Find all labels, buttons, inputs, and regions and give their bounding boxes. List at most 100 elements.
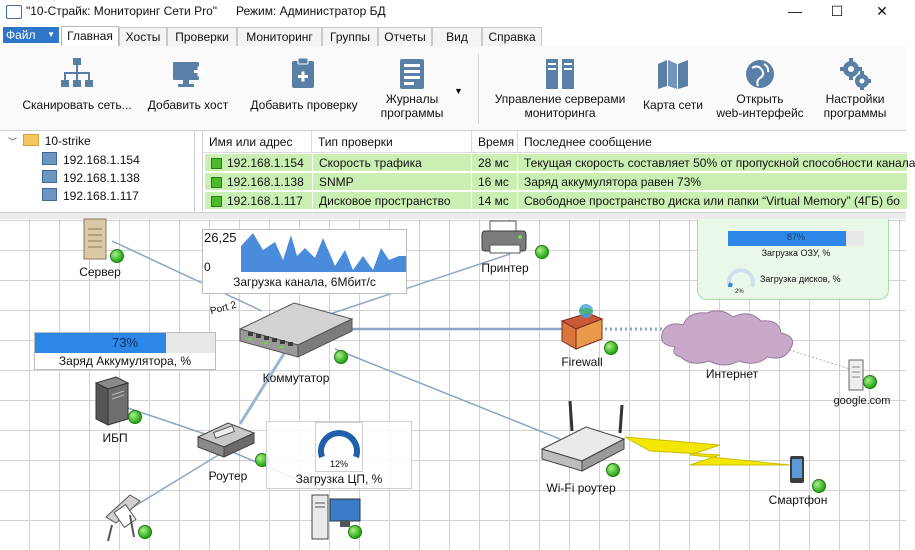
tree-item[interactable]: 192.168.1.138 xyxy=(42,169,140,187)
column-header[interactable]: Имя или адрес xyxy=(203,131,312,153)
node-label-ups[interactable]: ИБП xyxy=(102,431,128,445)
table-row[interactable]: 192.168.1.138 SNMP 16 мс Заряд аккумулят… xyxy=(203,173,907,192)
window-title: "10-Страйк: Мониторинг Сети Pro" xyxy=(26,4,218,18)
status-ok-icon xyxy=(211,196,222,207)
open-web-button[interactable]: Открыть web-интерфейс xyxy=(710,46,810,130)
settings-label: Настройки программы xyxy=(823,92,887,120)
manage-servers-label: Управление серверами мониторинга xyxy=(494,92,626,120)
status-ok-icon xyxy=(128,410,142,424)
minimize-button[interactable]: — xyxy=(788,3,802,19)
battery-progress-bar: 73% xyxy=(35,333,215,353)
disk-label: Загрузка дисков, % xyxy=(760,274,841,284)
status-ok-icon xyxy=(334,350,348,364)
tab-hosts[interactable]: Хосты xyxy=(119,27,167,46)
cpu-gauge xyxy=(318,430,360,458)
host-resources-widget[interactable]: 87% Загрузка ОЗУ, % 2% Загрузка дисков, … xyxy=(697,219,889,300)
node-label-google[interactable]: google.com xyxy=(833,395,891,407)
plotter-icon[interactable] xyxy=(100,487,144,543)
switch-icon[interactable] xyxy=(238,299,354,361)
scan-network-button[interactable]: Сканировать сеть... xyxy=(18,46,136,130)
ram-value: 87% xyxy=(786,232,805,242)
tab-view[interactable]: Вид xyxy=(432,27,482,46)
network-map[interactable]: Сервер 26,25 0 Загрузка канала, 6Мбит/с … xyxy=(0,218,906,550)
logs-icon xyxy=(400,59,424,89)
logs-dropdown-button[interactable]: ▼ xyxy=(452,46,466,130)
cell-message: Свободное пространство диска или папки “… xyxy=(518,192,907,210)
table-row[interactable]: 192.168.1.117 Дисковое пространство 14 м… xyxy=(203,192,907,211)
battery-widget[interactable]: 73% Заряд Аккумулятора, % xyxy=(34,332,216,370)
cell-type: Скорость трафика xyxy=(313,154,471,172)
cloud-icon[interactable] xyxy=(655,307,807,366)
battery-label: Заряд Аккумулятора, % xyxy=(58,354,192,368)
printer-icon[interactable] xyxy=(480,219,532,259)
tab-groups[interactable]: Группы xyxy=(322,27,378,46)
column-header[interactable]: Последнее сообщение xyxy=(518,131,907,153)
add-check-button[interactable]: Добавить проверку xyxy=(244,46,364,130)
node-label-smartphone[interactable]: Смартфон xyxy=(768,493,828,507)
folder-icon xyxy=(23,134,40,146)
disk-value: 2% xyxy=(735,289,744,295)
wifi-router-icon[interactable] xyxy=(538,397,628,477)
cpu-label: Загрузка ЦП, % xyxy=(295,472,383,486)
smartphone-icon[interactable] xyxy=(788,455,806,485)
column-header[interactable]: Время xyxy=(472,131,518,153)
manage-servers-button[interactable]: Управление серверами мониторинга xyxy=(488,46,632,130)
traffic-widget[interactable]: 26,25 0 Загрузка канала, 6Мбит/с xyxy=(202,229,407,294)
network-map-label: Карта сети xyxy=(643,98,703,112)
node-label-router[interactable]: Роутер xyxy=(208,469,248,483)
globe-icon xyxy=(746,60,774,88)
cell-message: Текущая скорость составляет 50% от пропу… xyxy=(518,154,915,172)
desktop-pc-icon[interactable] xyxy=(306,491,366,547)
ram-progress-bar: 87% xyxy=(728,231,864,246)
tab-checks[interactable]: Проверки xyxy=(167,27,237,46)
collapse-chevron-icon[interactable]: ﹀ xyxy=(8,137,18,147)
node-label-switch[interactable]: Коммутатор xyxy=(262,371,330,385)
network-tree-icon xyxy=(61,58,93,87)
tab-reports[interactable]: Отчеты xyxy=(378,27,432,46)
cpu-value: 12% xyxy=(329,459,348,469)
server-icon[interactable] xyxy=(846,359,868,393)
cell-time: 28 мс xyxy=(472,154,517,172)
node-label-wifi[interactable]: Wi-Fi роутер xyxy=(546,481,616,495)
table-row[interactable]: 192.168.1.154 Скорость трафика 28 мс Тек… xyxy=(203,154,915,173)
server-icon[interactable] xyxy=(80,218,112,261)
add-host-button[interactable]: Добавить хост xyxy=(142,46,234,130)
network-map-button[interactable]: Карта сети xyxy=(636,46,710,130)
status-ok-icon xyxy=(138,525,152,539)
cpu-widget[interactable]: 12% Загрузка ЦП, % xyxy=(266,421,412,489)
tree-root[interactable]: ﹀ 10-strike xyxy=(8,132,91,150)
logs-button[interactable]: Журналы программы xyxy=(372,46,452,130)
node-label-internet[interactable]: Интернет xyxy=(705,367,759,381)
tree-item-label: 192.168.1.138 xyxy=(63,171,140,185)
node-label-printer[interactable]: Принтер xyxy=(481,261,529,275)
chevron-down-icon: ▼ xyxy=(47,30,55,39)
router-icon[interactable] xyxy=(194,419,256,461)
status-ok-icon xyxy=(604,341,618,355)
host-tree: ﹀ 10-strike 192.168.1.154 192.168.1.138 … xyxy=(0,131,195,211)
tab-help[interactable]: Справка xyxy=(482,27,542,46)
tree-item-label: 192.168.1.117 xyxy=(63,189,139,203)
tab-home[interactable]: Главная xyxy=(61,26,119,47)
chevron-down-icon: ▼ xyxy=(454,86,463,96)
firewall-icon[interactable] xyxy=(558,303,606,353)
servers-icon xyxy=(546,59,574,89)
node-label-firewall[interactable]: Firewall xyxy=(561,355,603,369)
tree-item[interactable]: 192.168.1.154 xyxy=(42,151,140,169)
settings-button[interactable]: Настройки программы xyxy=(812,46,898,130)
file-menu-button[interactable]: Файл ▼ xyxy=(3,27,59,43)
maximize-button[interactable]: ☐ xyxy=(830,3,844,19)
node-label-server[interactable]: Сервер xyxy=(79,265,121,279)
mode-label: Режим: Администратор БД xyxy=(236,4,386,18)
close-button[interactable]: ✕ xyxy=(876,3,888,19)
link-router-switch xyxy=(238,343,292,425)
ribbon-toolbar: Сканировать сеть... Добавить хост Добави… xyxy=(0,46,906,131)
tab-monitoring[interactable]: Мониторинг xyxy=(237,27,322,46)
cell-type: Дисковое пространство xyxy=(313,192,471,210)
status-ok-icon xyxy=(110,249,124,263)
link-server-switch xyxy=(111,240,263,312)
tree-item[interactable]: 192.168.1.117 xyxy=(42,187,139,205)
ups-icon[interactable] xyxy=(92,375,132,427)
column-header[interactable]: Тип проверки xyxy=(312,131,472,153)
link-switch-wifi xyxy=(334,348,561,440)
traffic-min-value: 0 xyxy=(204,260,211,274)
